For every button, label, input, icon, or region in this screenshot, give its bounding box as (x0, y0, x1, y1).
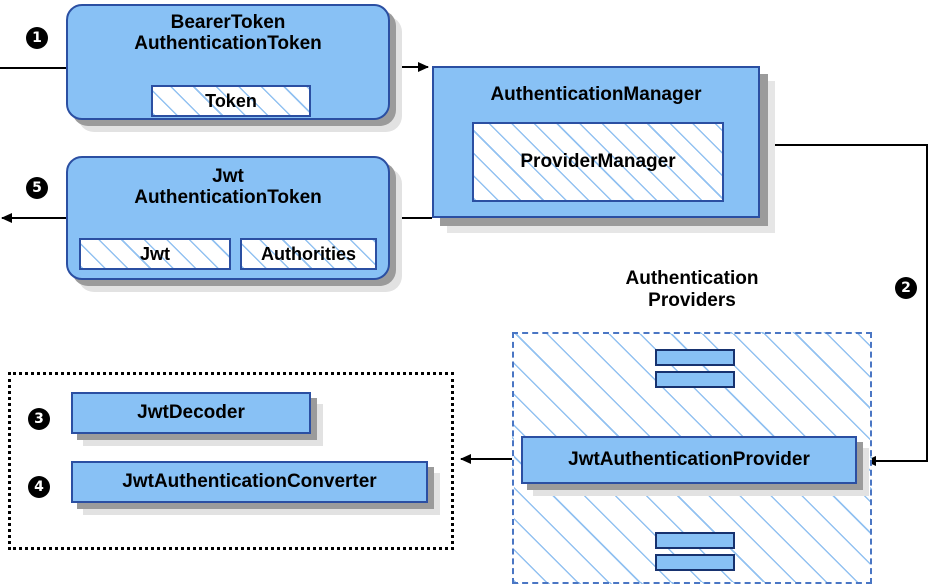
badge-step-5: 5 (26, 177, 48, 199)
badge-step-1: 1 (26, 27, 48, 49)
other-provider-bar-bottom-2 (655, 554, 735, 571)
badge-step-4: 4 (28, 476, 50, 498)
node-jwt-authentication-provider: JwtAuthenticationProvider (521, 436, 857, 484)
other-provider-bar-bottom-1 (655, 532, 735, 549)
jwt-authentication-provider-label: JwtAuthenticationProvider (568, 449, 810, 471)
node-jwt-authentication-converter: JwtAuthenticationConverter (71, 461, 428, 503)
badge-step-3: 3 (28, 408, 50, 430)
inner-box-jwt: Jwt (79, 238, 231, 270)
other-provider-bar-top-2 (655, 371, 735, 388)
inner-box-provider-manager: ProviderManager (472, 122, 724, 202)
jwt-support-region (8, 372, 454, 550)
node-jwt-decoder: JwtDecoder (71, 392, 311, 434)
jwt-authentication-converter-label: JwtAuthenticationConverter (122, 471, 377, 493)
node-authentication-manager: AuthenticationManager ProviderManager (432, 66, 760, 218)
other-provider-bar-top-1 (655, 349, 735, 366)
jwt-decoder-label: JwtDecoder (137, 402, 245, 424)
bearer-token-title: BearerToken AuthenticationToken (134, 12, 322, 55)
inner-box-token: Token (151, 85, 311, 117)
badge-step-2: 2 (895, 277, 917, 299)
jwt-token-title: Jwt AuthenticationToken (134, 166, 322, 209)
authentication-manager-title: AuthenticationManager (490, 84, 702, 105)
node-jwt-authentication-token: Jwt AuthenticationToken Jwt Authorities (66, 156, 390, 280)
node-bearer-token-authentication-token: BearerToken AuthenticationToken Token (66, 4, 390, 120)
inner-box-authorities: Authorities (240, 238, 377, 270)
authentication-providers-label: Authentication Providers (625, 268, 759, 311)
